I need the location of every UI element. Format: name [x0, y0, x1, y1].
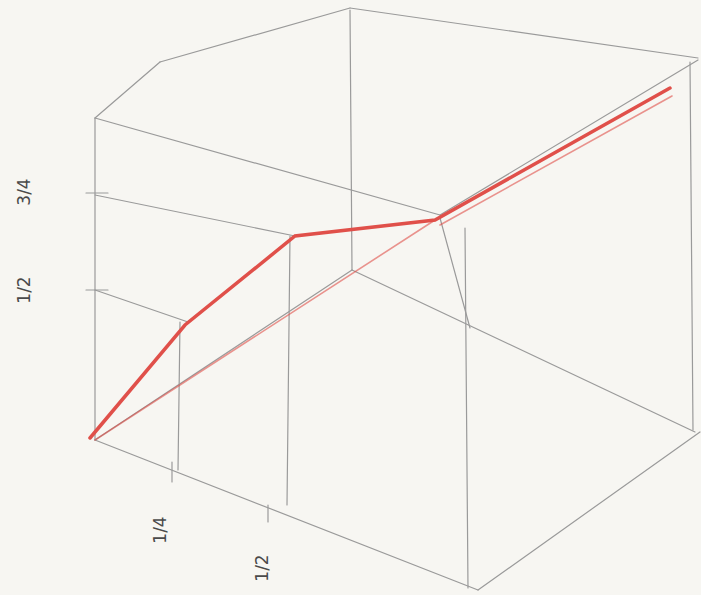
fraction-label: 1/4 [149, 514, 171, 545]
fraction-label: 1/2 [251, 552, 273, 583]
fraction-label: 3/4 [13, 176, 35, 207]
fraction-label: 1/2 [13, 274, 35, 305]
